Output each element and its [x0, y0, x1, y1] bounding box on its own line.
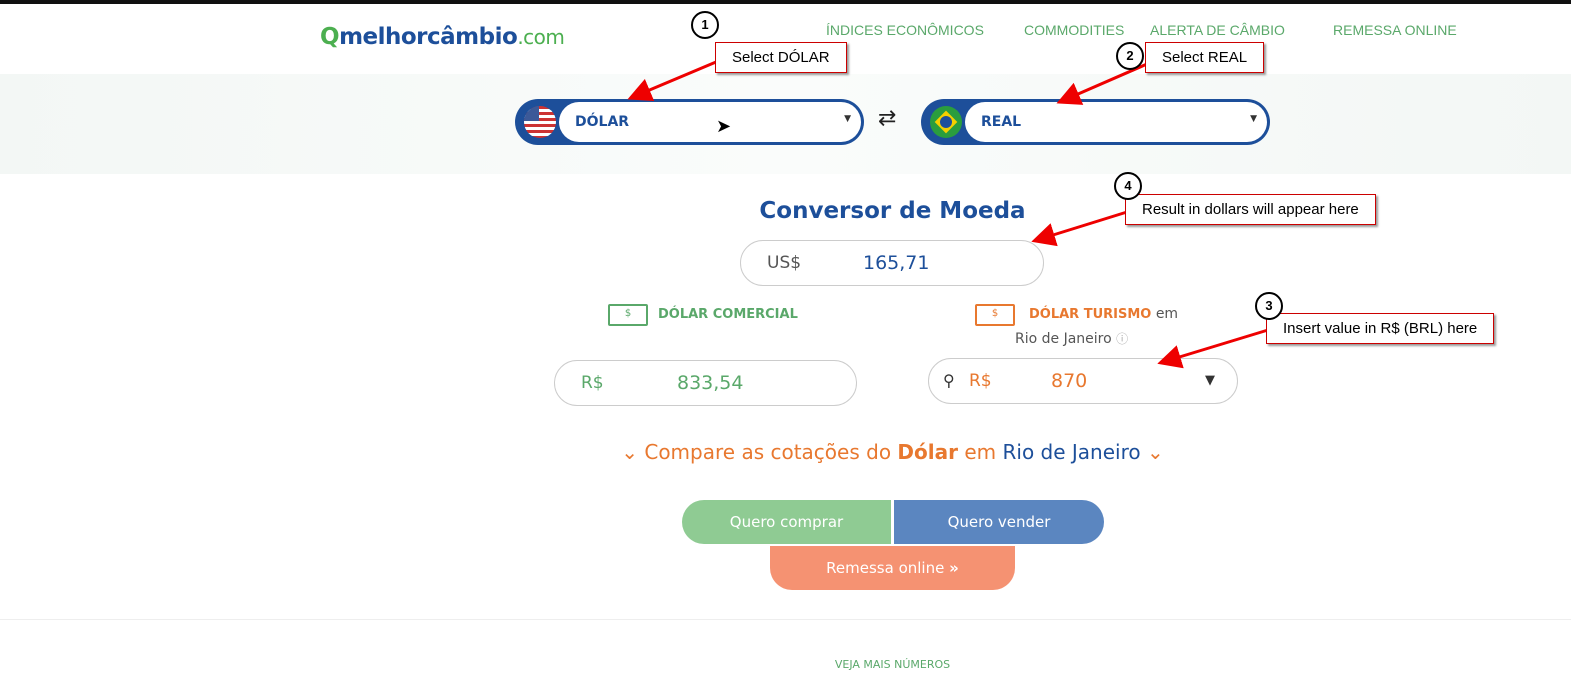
- arrow-1: [627, 60, 717, 102]
- compare-bold: Dólar: [897, 440, 958, 464]
- top-bar: [0, 0, 1571, 4]
- comercial-label: DÓLAR COMERCIAL: [658, 307, 798, 322]
- money-bill-icon: $: [608, 304, 648, 326]
- turismo-value: 870: [1051, 370, 1088, 392]
- arrow-4: [1031, 210, 1128, 247]
- compare-em: em: [964, 440, 997, 464]
- to-currency-label: REAL: [981, 114, 1022, 130]
- logo[interactable]: Qmelhorcâmbio.com: [320, 24, 565, 50]
- city-text: Rio de Janeiro: [1015, 331, 1112, 347]
- sell-button[interactable]: Quero vender: [894, 500, 1104, 544]
- nav-indices[interactable]: ÍNDICES ECONÔMICOS: [826, 22, 984, 38]
- comercial-value: 833,54: [677, 372, 744, 394]
- nav-alerta[interactable]: ALERTA DE CÂMBIO: [1150, 22, 1285, 38]
- annotation-4-number: 4: [1114, 172, 1142, 200]
- usd-value: 165,71: [863, 252, 930, 274]
- compare-text: Compare as cotações do: [644, 440, 892, 464]
- remessa-button[interactable]: Remessa online »: [770, 546, 1015, 590]
- us-flag-icon: [524, 106, 556, 138]
- turismo-city: Rio de Janeiro ⓘ: [1015, 330, 1128, 347]
- info-icon[interactable]: ⓘ: [1116, 332, 1129, 346]
- money-bill-icon: $: [975, 304, 1015, 326]
- comercial-field[interactable]: R$ 833,54: [554, 360, 857, 406]
- turismo-label: DÓLAR TURISMO: [1029, 307, 1152, 322]
- turismo-heading: DÓLAR TURISMO em: [1029, 306, 1178, 322]
- annotation-3-number: 3: [1255, 292, 1283, 320]
- location-pin-icon: ⚲: [943, 371, 955, 390]
- chevron-down-icon: ⌄: [621, 440, 638, 464]
- annotation-2: Select REAL: [1145, 42, 1265, 73]
- turismo-prefix: R$: [969, 371, 992, 391]
- annotation-3: Insert value in R$ (BRL) here: [1266, 313, 1495, 344]
- comercial-prefix: R$: [581, 373, 604, 393]
- from-currency-label: DÓLAR: [575, 114, 630, 130]
- usd-prefix: US$: [767, 253, 802, 273]
- chevron-down-icon: ▼: [1250, 114, 1257, 124]
- turismo-brl-input[interactable]: ⚲ R$ 870 ▼: [928, 358, 1238, 404]
- annotation-4: Result in dollars will appear here: [1125, 194, 1376, 225]
- arrow-3: [1157, 328, 1269, 369]
- usd-result-field[interactable]: US$ 165,71: [740, 240, 1044, 286]
- compare-city: Rio de Janeiro: [1002, 440, 1141, 464]
- to-currency-select[interactable]: REAL ▼: [921, 99, 1270, 145]
- swap-arrows-icon[interactable]: ⇄: [878, 106, 897, 131]
- nav-commodities[interactable]: COMMODITIES: [1024, 22, 1125, 38]
- brazil-flag-icon: [930, 106, 962, 138]
- compare-toggle[interactable]: ⌄ Compare as cotações do Dólar em Rio de…: [0, 440, 1571, 464]
- double-chevron-right-icon: »: [949, 559, 959, 577]
- converter-title: Conversor de Moeda: [759, 198, 1026, 224]
- annotation-1: Select DÓLAR: [715, 42, 847, 73]
- divider: [0, 619, 1571, 620]
- annotation-2-number: 2: [1116, 42, 1144, 70]
- arrow-2: [1056, 62, 1148, 105]
- veja-mais-heading: VEJA MAIS NÚMEROS: [834, 658, 951, 671]
- chevron-down-icon: ⌄: [1146, 440, 1164, 464]
- remessa-label: Remessa online: [826, 559, 945, 577]
- nav-remessa[interactable]: REMESSA ONLINE: [1333, 22, 1457, 38]
- from-currency-select[interactable]: DÓLAR ▼: [515, 99, 864, 145]
- buy-button[interactable]: Quero comprar: [682, 500, 891, 544]
- annotation-1-number: 1: [691, 11, 719, 39]
- dropdown-triangle-icon[interactable]: ▼: [1205, 373, 1215, 388]
- chevron-down-icon: ▼: [844, 114, 851, 124]
- em-text: em: [1155, 306, 1179, 322]
- mouse-cursor-icon: ➤: [716, 116, 732, 137]
